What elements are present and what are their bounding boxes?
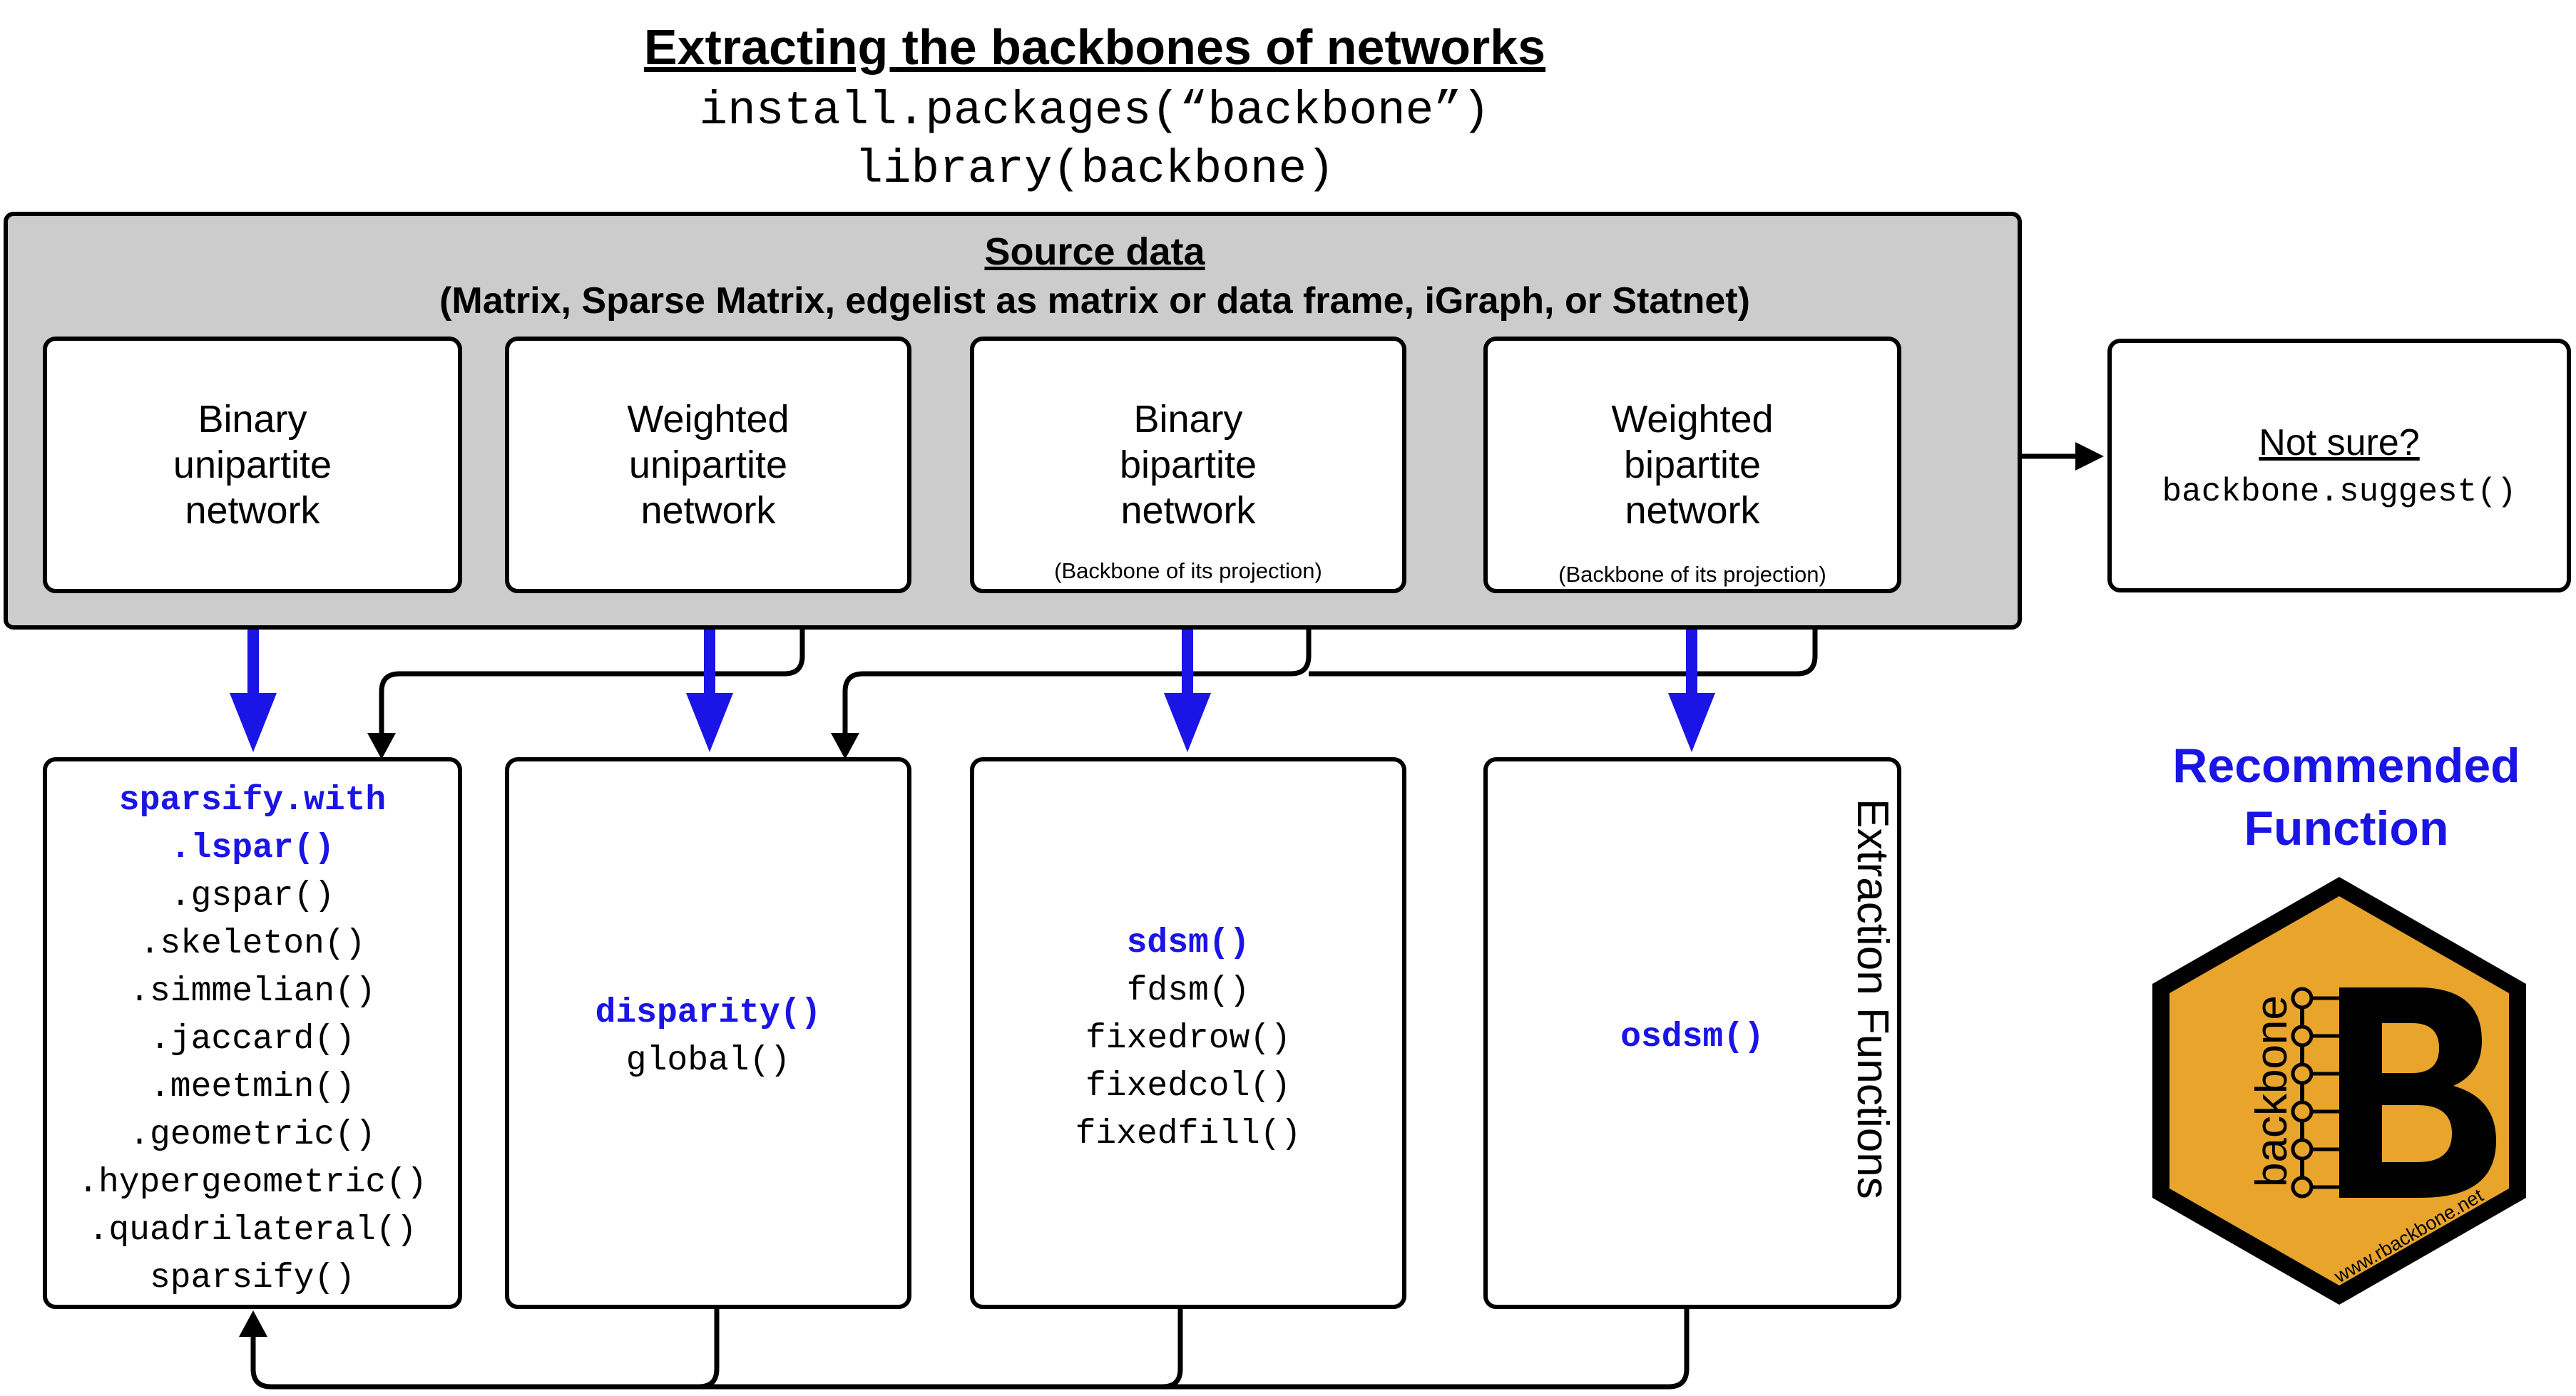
- blue-arrowhead-weighted-uni: [686, 693, 733, 752]
- arrowhead-not-sure: [2075, 442, 2104, 471]
- network-label-line3: network: [185, 489, 320, 532]
- suggest-function: backbone.suggest(): [2162, 473, 2517, 510]
- function-name: .gspar(): [170, 877, 335, 915]
- network-box-weighted-bipartite: Weighted bipartite network (Backbone of …: [1483, 337, 1901, 593]
- recommended-function: sdsm(): [1126, 924, 1250, 963]
- network-label-line2: unipartite: [628, 443, 788, 486]
- wire-weighted-uni-to-sparsify: [379, 588, 805, 738]
- network-label-line2: unipartite: [173, 443, 332, 486]
- library-code-line: library(backbone): [854, 143, 1335, 196]
- network-label-line3: network: [640, 489, 776, 532]
- arrowhead-sparsify-bottom: [239, 1310, 267, 1337]
- function-name: .jaccard(): [149, 1020, 356, 1059]
- function-name: .skeleton(): [139, 925, 366, 963]
- function-box-osdsm: osdsm(): [1483, 757, 1901, 1309]
- network-label-line2: bipartite: [1623, 443, 1762, 486]
- backbone-logo-icon: backbone www.rbackbone.net: [2152, 877, 2526, 1305]
- recommended-function: sparsify.with: [118, 781, 387, 820]
- function-list-sparsify: sparsify.with .lspar() .gspar() .skeleton()…: [47, 777, 458, 1303]
- function-name: .meetmin(): [149, 1068, 356, 1107]
- function-name: .hypergeometric(): [78, 1164, 427, 1202]
- network-label-line1: Binary: [198, 398, 307, 441]
- recommended-function: osdsm(): [1620, 1018, 1764, 1057]
- not-sure-title: Not sure?: [2259, 422, 2420, 463]
- recommended-function: .lspar(): [170, 829, 335, 868]
- wire-weighted-bi-to-disparity: [1309, 588, 1818, 677]
- legend-line2: Function: [2244, 801, 2449, 856]
- function-name: fixedcol(): [1085, 1067, 1292, 1106]
- blue-arrowhead-binary-uni: [230, 693, 277, 752]
- projection-note: (Backbone of its projection): [1558, 562, 1826, 587]
- wire-disparity-bottom: [698, 1309, 720, 1390]
- network-label-line3: network: [1625, 489, 1760, 532]
- recommended-function-legend: Recommended Function: [2132, 734, 2560, 860]
- network-box-weighted-unipartite: Weighted unipartite network: [505, 337, 911, 593]
- function-box-disparity: disparity() global(): [505, 757, 911, 1309]
- network-label-line2: bipartite: [1119, 443, 1257, 486]
- diagram-title: Extracting the backbones of networks: [643, 19, 1546, 75]
- arrowhead-disparity-top: [831, 733, 859, 759]
- function-name: fixedfill(): [1075, 1115, 1302, 1154]
- arrowhead-sparsify-top: [367, 733, 396, 759]
- projection-note: (Backbone of its projection): [1054, 558, 1322, 583]
- recommended-function: disparity(): [595, 994, 822, 1032]
- function-name: sparsify(): [149, 1259, 356, 1298]
- network-label-line3: network: [1120, 489, 1256, 532]
- function-list-sdsm: sdsm() fdsm() fixedrow() fixedcol() fixedfil…: [974, 920, 1402, 1159]
- extraction-functions-label: Extraction Functions: [1848, 799, 1897, 1199]
- function-name: fdsm(): [1126, 972, 1250, 1010]
- function-name: .simmelian(): [129, 972, 376, 1011]
- function-name: .quadrilateral(): [88, 1211, 417, 1250]
- function-name: fixedrow(): [1085, 1020, 1292, 1058]
- function-list-osdsm: osdsm(): [1488, 1014, 1897, 1062]
- install-code-line: install.packages(“backbone”): [699, 84, 1491, 138]
- function-name: .geometric(): [129, 1116, 376, 1154]
- function-name: global(): [625, 1042, 791, 1080]
- source-data-title: Source data: [984, 230, 1205, 273]
- wire-sdsm-bottom: [1162, 1309, 1183, 1390]
- network-box-binary-bipartite: Binary bipartite network (Backbone of it…: [970, 337, 1406, 593]
- wire-binary-bi-to-disparity: [842, 588, 1312, 738]
- function-list-disparity: disparity() global(): [509, 990, 907, 1085]
- logo-word: backbone: [2247, 995, 2296, 1187]
- function-box-sparsify: sparsify.with .lspar() .gspar() .skeleton()…: [43, 757, 462, 1309]
- function-box-sdsm: sdsm() fdsm() fixedrow() fixedcol() fixedfil…: [970, 757, 1406, 1309]
- network-label-line1: Weighted: [627, 398, 789, 441]
- network-box-binary-unipartite: Binary unipartite network: [43, 337, 462, 593]
- source-data-subtitle: (Matrix, Sparse Matrix, edgelist as matr…: [439, 280, 1750, 322]
- blue-arrowhead-binary-bi: [1164, 693, 1211, 752]
- network-label-line1: Binary: [1133, 398, 1243, 441]
- network-label-line1: Weighted: [1611, 398, 1774, 441]
- not-sure-box: Not sure? backbone.suggest(): [2107, 339, 2571, 592]
- blue-arrowhead-weighted-bi: [1668, 693, 1715, 752]
- wire-bottom-return: [250, 1309, 1690, 1390]
- legend-line1: Recommended: [2172, 739, 2520, 793]
